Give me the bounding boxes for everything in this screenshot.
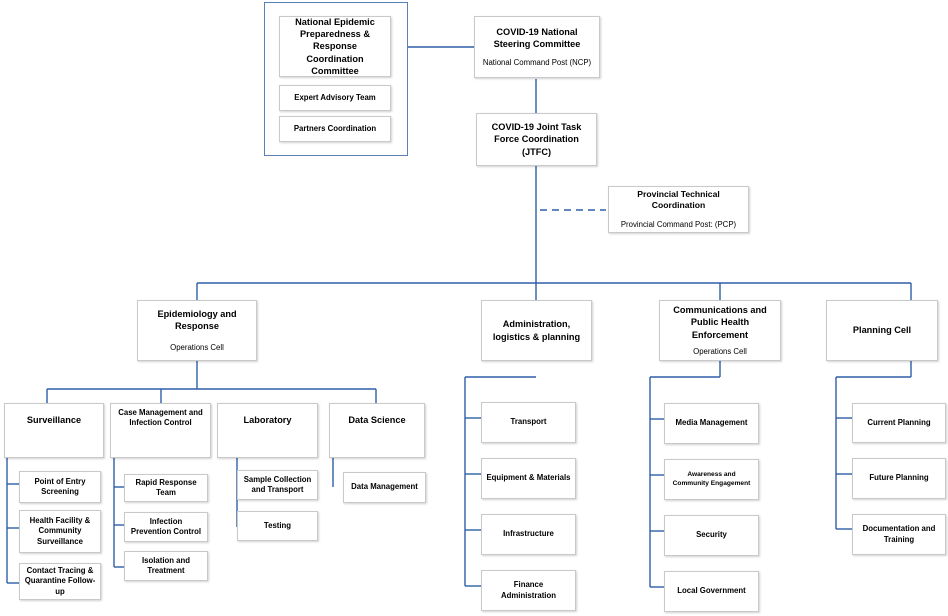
case-management-title: Case Management and Infection Control xyxy=(118,408,203,428)
expert-advisory-team-box: Expert Advisory Team xyxy=(279,85,391,111)
contact-tracing-box: Contact Tracing & Quarantine Follow-up xyxy=(19,563,101,600)
future-planning-label: Future Planning xyxy=(869,473,929,483)
point-of-entry-label: Point of Entry Screening xyxy=(34,476,86,496)
data-science-box: Data Science xyxy=(329,403,425,458)
future-planning-box: Future Planning xyxy=(852,458,946,499)
administration-logistics-title: Administration, logistics & planning xyxy=(492,319,581,342)
point-of-entry-box: Point of Entry Screening xyxy=(19,471,101,503)
isolation-treatment-label: Isolation and Treatment xyxy=(141,555,191,575)
security-box: Security xyxy=(664,515,759,556)
awareness-engagement-box: Awareness and Community Engagement xyxy=(664,459,759,500)
local-government-label: Local Government xyxy=(677,586,746,596)
national-steering-committee-title: COVID-19 National Steering Committee xyxy=(493,27,581,50)
planning-cell-title: Planning Cell xyxy=(852,325,912,336)
equipment-materials-box: Equipment & Materials xyxy=(481,458,576,499)
testing-box: Testing xyxy=(237,511,318,541)
equipment-materials-label: Equipment & Materials xyxy=(486,473,571,483)
planning-cell-box: Planning Cell xyxy=(826,300,938,361)
isolation-treatment-box: Isolation and Treatment xyxy=(124,551,208,581)
infrastructure-label: Infrastructure xyxy=(503,529,554,539)
national-command-post-label: National Command Post (NCP) xyxy=(482,57,592,67)
provincial-coordination-box: Provincial Technical Coordination Provin… xyxy=(608,186,749,233)
current-planning-box: Current Planning xyxy=(852,403,946,443)
communications-operations-cell-label: Operations Cell xyxy=(693,346,747,356)
epidemiology-operations-cell-label: Operations Cell xyxy=(170,342,224,352)
finance-administration-label: Finance Administration xyxy=(500,580,556,600)
infrastructure-box: Infrastructure xyxy=(481,514,576,555)
infection-prevention-label: Infection Prevention Control xyxy=(130,516,202,536)
rapid-response-team-label: Rapid Response Team xyxy=(135,477,197,497)
expert-advisory-team-label: Expert Advisory Team xyxy=(294,92,376,102)
partners-coordination-label: Partners Coordination xyxy=(293,123,377,133)
health-facility-label: Health Facility & Community Surveillance xyxy=(29,516,91,546)
infection-prevention-box: Infection Prevention Control xyxy=(124,512,208,542)
contact-tracing-label: Contact Tracing & Quarantine Follow-up xyxy=(24,566,96,596)
surveillance-title: Surveillance xyxy=(26,415,82,425)
sample-collection-label: Sample Collection and Transport xyxy=(243,474,312,494)
laboratory-title: Laboratory xyxy=(243,415,292,425)
transport-label: Transport xyxy=(510,417,547,427)
sample-collection-box: Sample Collection and Transport xyxy=(237,470,318,500)
case-management-box: Case Management and Infection Control xyxy=(110,403,211,458)
national-epidemic-group-frame xyxy=(264,2,408,156)
national-steering-committee-box: COVID-19 National Steering Committee Nat… xyxy=(474,16,600,78)
data-management-box: Data Management xyxy=(343,472,426,503)
local-government-box: Local Government xyxy=(664,571,759,612)
joint-task-force-title: COVID-19 Joint Task Force Coordination (… xyxy=(491,122,582,157)
surveillance-box: Surveillance xyxy=(4,403,104,458)
data-science-title: Data Science xyxy=(348,415,406,425)
national-epidemic-committee-box: National Epidemic Preparedness & Respons… xyxy=(279,16,391,77)
current-planning-label: Current Planning xyxy=(867,417,931,427)
epidemiology-response-box: Epidemiology and Response Operations Cel… xyxy=(137,300,257,361)
awareness-engagement-label: Awareness and Community Engagement xyxy=(672,470,751,487)
documentation-training-label: Documentation and Training xyxy=(862,524,936,544)
data-management-label: Data Management xyxy=(351,482,418,492)
security-label: Security xyxy=(696,530,727,540)
joint-task-force-box: COVID-19 Joint Task Force Coordination (… xyxy=(476,113,597,166)
transport-box: Transport xyxy=(481,402,576,443)
testing-label: Testing xyxy=(263,520,292,530)
rapid-response-team-box: Rapid Response Team xyxy=(124,474,208,502)
national-epidemic-committee-title: National Epidemic Preparedness & Respons… xyxy=(295,17,375,76)
provincial-command-post-label: Provincial Command Post: (PCP) xyxy=(620,219,737,229)
partners-coordination-box: Partners Coordination xyxy=(279,116,391,142)
laboratory-box: Laboratory xyxy=(217,403,318,458)
epidemiology-response-title: Epidemiology and Response xyxy=(157,309,237,332)
provincial-coordination-title: Provincial Technical Coordination xyxy=(637,189,720,211)
communications-enforcement-box: Communications and Public Health Enforce… xyxy=(659,300,781,361)
finance-administration-box: Finance Administration xyxy=(481,570,576,611)
health-facility-box: Health Facility & Community Surveillance xyxy=(19,510,101,553)
documentation-training-box: Documentation and Training xyxy=(852,514,946,555)
media-management-box: Media Management xyxy=(664,403,759,444)
administration-logistics-box: Administration, logistics & planning xyxy=(481,300,592,361)
communications-enforcement-title: Communications and Public Health Enforce… xyxy=(673,305,767,340)
media-management-label: Media Management xyxy=(675,418,748,428)
